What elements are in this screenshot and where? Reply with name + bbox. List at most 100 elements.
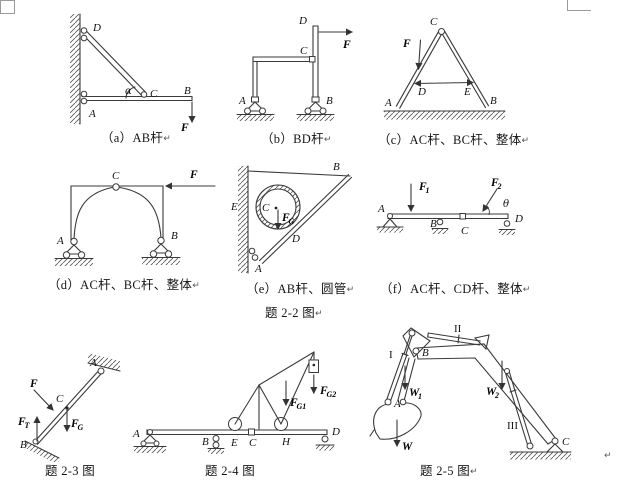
diagram-f: F 1 F 2 θ A B C D	[376, 177, 523, 237]
hinge-c	[459, 213, 466, 220]
label-c: C	[112, 170, 120, 182]
label-c: C	[56, 393, 64, 405]
label-b: B	[333, 161, 340, 173]
label-d: D	[92, 22, 101, 34]
label-a: A	[377, 203, 385, 215]
diagram-t25: I II III B A C W 1 W 2 W	[369, 323, 572, 460]
pin-a	[399, 398, 407, 406]
caption-fig-2-2: 题 2-2 图↵	[265, 306, 323, 320]
caption-a: （a）AB杆↵	[101, 131, 172, 145]
label-d: D	[298, 15, 307, 27]
label-a: A	[89, 357, 97, 369]
label-fg: F	[281, 212, 290, 224]
label-w: W	[402, 441, 413, 453]
label-c: C	[249, 437, 257, 449]
support-a	[54, 237, 94, 266]
pin-cyl3-top	[504, 368, 510, 374]
label-c: C	[562, 436, 570, 448]
caption-fig-2-5: 题 2-5 图↵	[420, 464, 478, 478]
support-b	[141, 236, 181, 265]
support-b	[431, 218, 449, 234]
caption-fig-2-3: 题 2-3 图	[45, 464, 96, 478]
support-b	[296, 96, 335, 121]
crane-truss	[228, 351, 315, 431]
ground-hatching	[510, 452, 571, 460]
label-fg1: F	[289, 397, 298, 409]
label-a: A	[88, 108, 96, 120]
caption-c: （c）AC杆、BC杆、整体↵	[378, 133, 530, 147]
label-w1-sub: 1	[418, 392, 422, 401]
caption-b: （b）BD杆↵	[261, 132, 332, 146]
label-f1-sub: 1	[426, 186, 430, 195]
label-c: C	[430, 16, 438, 28]
bucket-tooth	[369, 429, 375, 437]
wall-and-bar	[247, 165, 353, 274]
pin-d-lower	[80, 34, 88, 42]
main-boom	[415, 343, 557, 445]
label-e: E	[463, 86, 471, 98]
pin-d-upper	[80, 27, 88, 34]
label-c: C	[461, 225, 469, 237]
label-d: D	[514, 213, 523, 225]
label-a: A	[384, 97, 392, 109]
diagram-e: C F G D E B A	[230, 161, 353, 275]
label-f: F	[342, 39, 351, 51]
load-hook-dot	[312, 363, 316, 367]
stray-return-mark: ↵	[604, 450, 612, 460]
label-w2-sub: 2	[494, 391, 499, 400]
wall-hatching	[70, 14, 80, 124]
point-c-dot	[65, 406, 69, 410]
label-fg-sub: G	[289, 217, 295, 226]
label-fg-sub: G	[78, 423, 84, 432]
boom-bracket	[473, 334, 490, 351]
label-b: B	[490, 95, 497, 107]
frame-bars	[252, 25, 319, 98]
scan-corner-mark-right	[567, 0, 591, 11]
support-a	[376, 213, 404, 233]
diagram-a: D C B A α F	[70, 13, 196, 133]
label-theta: θ	[503, 199, 509, 210]
beam	[387, 213, 509, 220]
cylinder-1	[385, 332, 414, 404]
label-fg: F	[70, 418, 79, 430]
diagram-t23: F F T F G A C B	[17, 353, 121, 462]
pin-b	[412, 347, 420, 355]
diagram-b: D C F A B	[236, 15, 354, 121]
caption-f: （f）AC杆、CD杆、整体↵	[380, 282, 531, 296]
support-c-triangle	[545, 443, 565, 453]
label-f1: F	[418, 181, 427, 193]
label-b: B	[184, 85, 191, 97]
hinge-c	[248, 428, 255, 436]
diagram-t24: F G2 F G1 A B E C H D	[132, 351, 340, 454]
support-a	[236, 96, 275, 121]
label-d: D	[291, 233, 300, 245]
pin-a	[97, 367, 105, 375]
force-f-arrow	[33, 389, 54, 411]
support-b	[207, 435, 225, 454]
pin-c	[551, 437, 559, 445]
ceiling-hatching	[88, 353, 120, 371]
top-link-plate	[402, 327, 431, 358]
caption-e: （e）AB杆、圆管↵	[246, 282, 355, 296]
support-d	[315, 435, 335, 451]
label-fg2: F	[319, 385, 328, 397]
cylinder-3	[504, 369, 533, 448]
bucket	[373, 402, 422, 440]
angle-arc	[125, 86, 136, 99]
cylinder-2	[427, 332, 481, 346]
wall-hatching	[238, 166, 248, 273]
label-f2: F	[490, 177, 499, 189]
ladder-bars	[395, 29, 490, 109]
label-b: B	[326, 95, 333, 107]
pin-a-lower	[80, 97, 88, 105]
label-a: A	[56, 235, 64, 247]
label-b: B	[430, 218, 437, 230]
label-d: D	[331, 426, 340, 438]
label-d: D	[417, 86, 426, 98]
label-f: F	[189, 169, 198, 181]
label-b: B	[422, 347, 429, 359]
label-part-1: I	[389, 349, 393, 361]
label-b: B	[171, 230, 178, 242]
label-alpha: α	[125, 86, 132, 97]
